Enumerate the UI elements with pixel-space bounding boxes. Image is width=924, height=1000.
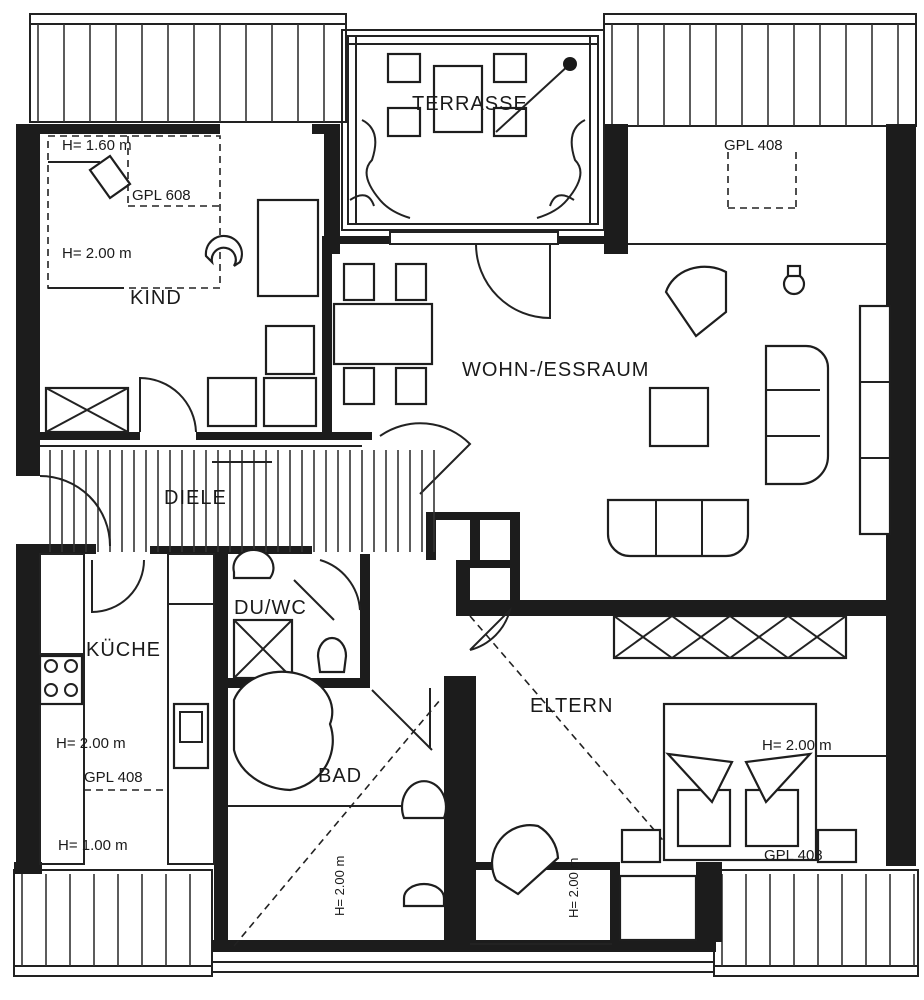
label-diele: DIELE [164,487,227,509]
kueche-furniture [38,553,215,865]
dim-kueche-gpl: GPL 408 [84,769,143,786]
label-kueche: KÜCHE [86,639,161,661]
dim-kueche-h100: H= 1.00 m [58,837,128,854]
label-kind: KIND [130,287,182,309]
wohn-furniture [332,152,892,558]
kind-furniture [44,135,320,434]
dim-eltern-h200: H= 2.00 m [762,737,832,754]
roof-bottom-right [713,869,919,977]
dim-kind-h160: H= 1.60 m [62,137,132,154]
dim-eltern-gpl: GPL 408 [764,847,823,864]
label-wohn-essraum: WOHN-/ESSRAUM [462,359,649,381]
roof-bottom-left [13,869,213,977]
du-wc-fixtures [232,548,361,680]
roof-top-right [603,13,917,127]
bad-fixtures [228,670,448,947]
label-eltern: ELTERN [530,695,613,717]
dim-kind-gpl: GPL 608 [132,187,191,204]
dim-eltern-vh200: H= 2.00 m [566,858,581,918]
dim-bad-h200: H= 2.00 m [332,856,347,916]
dim-kueche-h200: H= 2.00 m [56,735,126,752]
roof-top-left [29,13,347,123]
eltern-furniture [469,606,886,945]
label-bad: BAD [318,765,362,787]
terrace [341,29,605,245]
dim-kind-h200: H= 2.00 m [62,245,132,262]
diele-floor [39,445,435,552]
dim-wohn-gpl: GPL 408 [724,137,783,154]
label-du-wc: DU/WC [234,597,307,619]
label-terrasse: TERRASSE [412,93,528,115]
